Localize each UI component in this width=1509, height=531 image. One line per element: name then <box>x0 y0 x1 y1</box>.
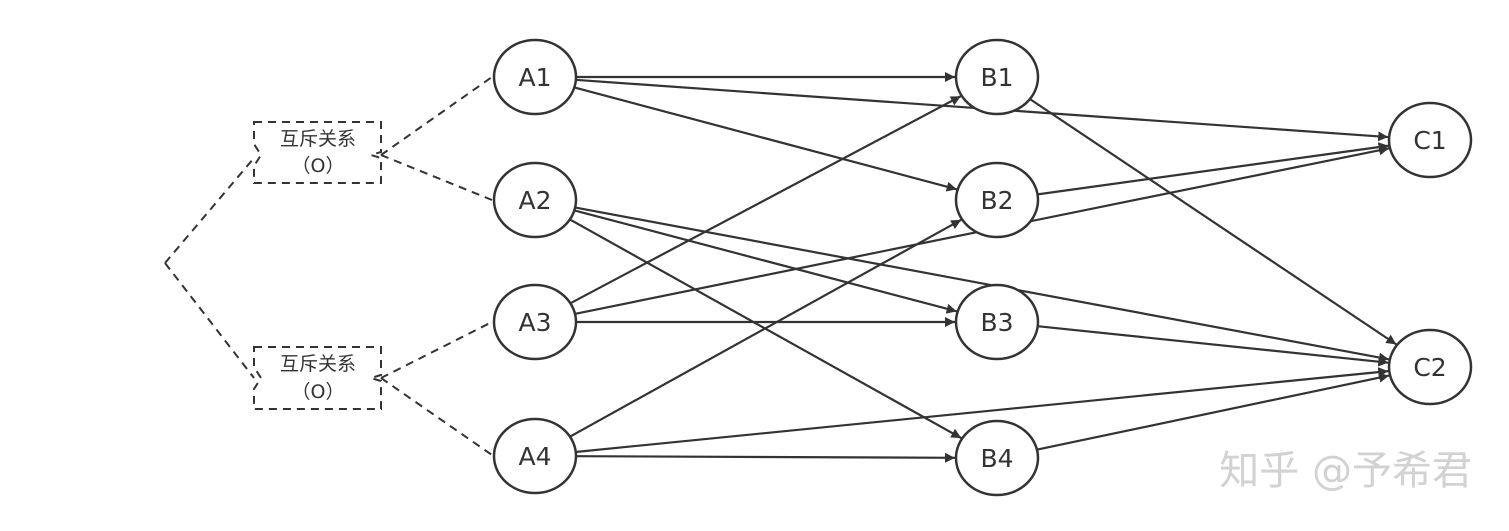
arrow-a4-to-b4 <box>576 452 956 463</box>
arrow-b2-to-c1 <box>1038 142 1389 196</box>
node-c1: C1 <box>1387 101 1473 179</box>
arrow-b3-to-c2 <box>1038 325 1389 367</box>
connector-root-to-group-1 <box>164 157 255 264</box>
node-c2-circle <box>1387 328 1473 406</box>
node-a1-label: A1 <box>518 63 551 92</box>
arrow-a4-to-c2 <box>576 367 1389 453</box>
connector-root-to-group-2 <box>164 262 255 379</box>
group-1-title: 互斥关系 <box>280 128 356 150</box>
arrow-a2-to-c2 <box>575 206 1390 363</box>
node-c1-label: C1 <box>1413 126 1446 155</box>
dashed-connectors <box>164 76 493 456</box>
node-b4: B4 <box>954 419 1040 497</box>
group-1-subtitle: （O） <box>292 155 345 177</box>
arrow-a3-to-b1 <box>570 95 962 304</box>
node-b1-circle <box>954 38 1040 116</box>
arrow-a1-to-b2 <box>575 86 957 192</box>
arrow-edges <box>570 72 1397 463</box>
node-a3-circle <box>492 283 578 361</box>
node-b1-label: B1 <box>980 63 1013 92</box>
node-a1-circle <box>492 38 578 116</box>
node-a4-circle <box>492 417 578 495</box>
connector-group-2-to-a4 <box>380 377 493 456</box>
arrow-a4-to-b2 <box>570 218 962 438</box>
group-box-1-outline <box>253 121 382 184</box>
node-b3-label: B3 <box>980 308 1013 337</box>
arrow-b4-to-c2 <box>1037 372 1390 451</box>
node-c2: C2 <box>1387 328 1473 406</box>
node-b2-label: B2 <box>980 186 1013 215</box>
node-b2: B2 <box>954 161 1040 239</box>
node-a3: A3 <box>492 283 578 361</box>
group-2-title: 互斥关系 <box>280 353 356 375</box>
node-b2-circle <box>954 161 1040 239</box>
node-a1: A1 <box>492 38 578 116</box>
group-box-1: 互斥关系 （O） <box>253 121 382 184</box>
node-c1-circle <box>1387 101 1473 179</box>
arrow-b1-to-c2 <box>1030 98 1397 346</box>
connector-group-1-to-a1 <box>380 76 493 156</box>
node-a4-label: A4 <box>518 442 551 471</box>
node-b1: B1 <box>954 38 1040 116</box>
node-a4: A4 <box>492 417 578 495</box>
connector-group-2-to-a3 <box>380 321 493 379</box>
group-box-2-outline <box>253 346 382 410</box>
node-b3: B3 <box>954 283 1040 361</box>
node-a2: A2 <box>492 161 578 239</box>
node-b4-label: B4 <box>980 444 1013 473</box>
arrow-a2-to-b3 <box>575 209 957 314</box>
node-c2-label: C2 <box>1413 353 1446 382</box>
node-a3-label: A3 <box>518 308 551 337</box>
group-2-subtitle: （O） <box>292 381 345 403</box>
node-b4-circle <box>954 419 1040 497</box>
node-b3-circle <box>954 283 1040 361</box>
node-a2-label: A2 <box>518 186 551 215</box>
group-box-2: 互斥关系 （O） <box>253 346 382 410</box>
connector-group-1-to-a2 <box>380 154 493 201</box>
node-a2-circle <box>492 161 578 239</box>
watermark-text: 知乎 @予希君 <box>1219 448 1472 494</box>
